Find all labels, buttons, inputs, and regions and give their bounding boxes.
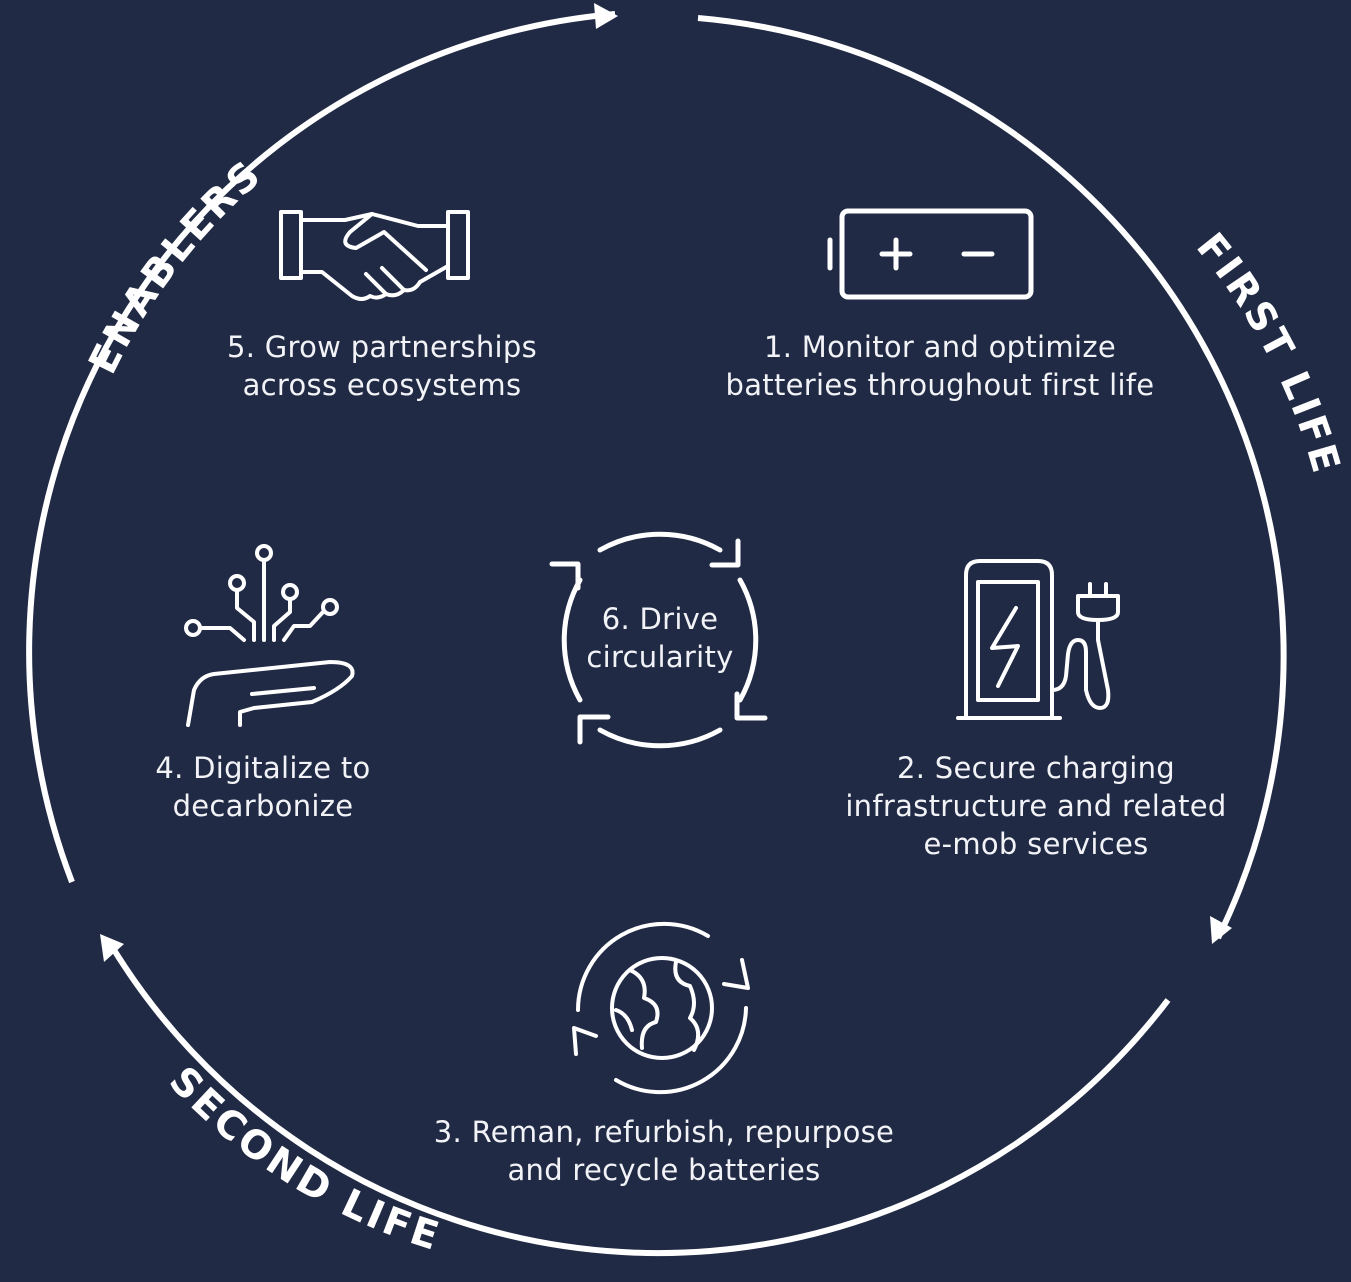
step-4-label: 4. Digitalize to decarbonize	[120, 749, 406, 825]
digital-hand-icon	[184, 544, 355, 727]
step-5-label: 5. Grow partnerships across ecosystems	[200, 328, 564, 404]
step-1-line-1: 1. Monitor and optimize	[764, 330, 1116, 364]
step-3-label: 3. Reman, refurbish, repurpose and recyc…	[400, 1113, 928, 1189]
circular-arrows-icon	[549, 531, 768, 749]
arrowhead-left	[100, 934, 124, 962]
ring-arrowheads	[100, 3, 1232, 962]
step-3-line-1: 3. Reman, refurbish, repurpose	[433, 1115, 895, 1149]
step-6-line-1: 6. Drive	[601, 602, 719, 636]
step-2-line-3: e-mob services	[923, 827, 1149, 861]
step-2-line-2: infrastructure and related	[845, 789, 1227, 823]
step-6-label: 6. Drive circularity	[560, 600, 760, 676]
step-4-line-2: decarbonize	[172, 789, 354, 823]
arc-label-first-life: FIRST LIFE	[1187, 225, 1348, 481]
step-4-line-1: 4. Digitalize to	[155, 751, 371, 785]
cycle-ring	[26, 11, 1287, 1257]
arrowhead-right	[1210, 916, 1232, 944]
battery-icon	[827, 208, 1034, 300]
step-3-line-2: and recycle batteries	[507, 1153, 821, 1187]
step-5-line-1: 5. Grow partnerships	[226, 330, 537, 364]
step-5-line-2: across ecosystems	[242, 368, 522, 402]
handshake-icon	[279, 210, 470, 301]
step-2-label: 2. Secure charging infrastructure and re…	[826, 749, 1246, 863]
step-1-label: 1. Monitor and optimize batteries throug…	[690, 328, 1190, 404]
step-1-line-2: batteries throughout first life	[725, 368, 1155, 402]
ev-charger-icon	[956, 559, 1120, 720]
arrowhead-top	[594, 3, 618, 29]
step-2-line-1: 2. Secure charging	[897, 751, 1175, 785]
globe-recycle-icon	[572, 921, 750, 1095]
step-6-line-2: circularity	[586, 640, 734, 674]
